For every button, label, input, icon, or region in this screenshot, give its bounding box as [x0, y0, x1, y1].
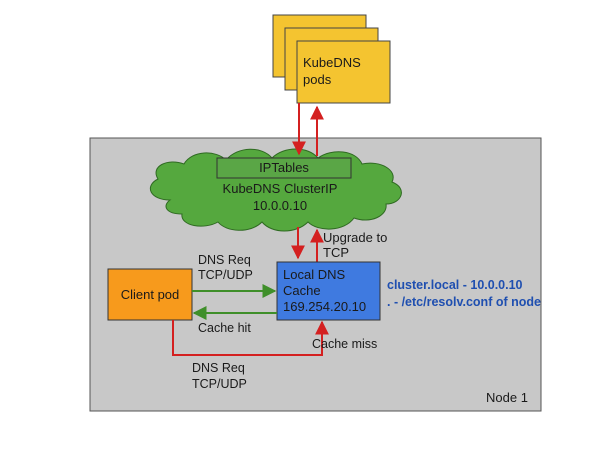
cluster-ip-address: 10.0.0.10 [253, 198, 307, 213]
kubedns-pods-label-2: pods [303, 72, 332, 87]
cluster-ip-label: KubeDNS ClusterIP [223, 181, 338, 196]
dns-req-bottom-label-1: DNS Req [192, 361, 245, 375]
local-dns-cache-address: 169.254.20.10 [283, 299, 366, 314]
dns-req-top-label-2: TCP/UDP [198, 268, 253, 282]
client-pod-box [107, 268, 193, 321]
iptables-box [216, 157, 352, 179]
local-dns-cache-box [276, 261, 381, 321]
cache-hit-label: Cache hit [198, 321, 251, 335]
dns-req-top-label-1: DNS Req [198, 253, 251, 267]
kubedns-pods-stack: KubeDNS pods [272, 14, 391, 104]
annotation-cluster-local: cluster.local - 10.0.0.10 [387, 278, 523, 292]
upgrade-label-2: TCP [323, 245, 349, 260]
client-pod-label: Client pod [121, 287, 180, 302]
kubedns-pods-label-1: KubeDNS [303, 55, 361, 70]
arrow-cache-miss [172, 320, 329, 356]
dns-req-bottom-label-2: TCP/UDP [192, 377, 247, 391]
annotation-resolv-conf: . - /etc/resolv.conf of node [387, 295, 541, 309]
cache-miss-label: Cache miss [312, 337, 377, 351]
local-dns-cache-label-1: Local DNS [283, 267, 345, 282]
local-dns-cache-label-2: Cache [283, 283, 321, 298]
kubedns-pod-front [296, 40, 391, 104]
iptables-label: IPTables [259, 160, 309, 175]
upgrade-label-1: Upgrade to [323, 230, 387, 245]
node-label: Node 1 [486, 390, 528, 405]
